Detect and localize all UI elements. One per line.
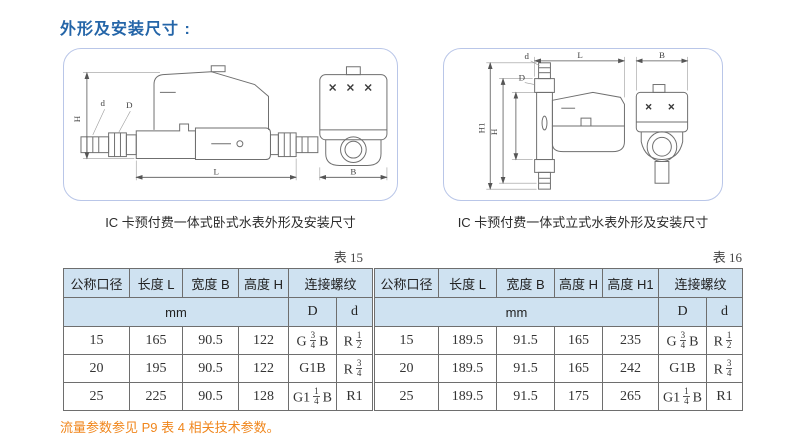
cell-width: 90.5 (182, 326, 239, 355)
cell-dn: 15 (374, 326, 439, 355)
dim-label-D2: D (519, 73, 526, 83)
cell-width: 91.5 (496, 326, 555, 355)
cell-width: 91.5 (496, 354, 555, 383)
col-header-length: 长度 L (438, 268, 497, 298)
dim-label-B: B (350, 166, 356, 176)
cell-height1: 235 (602, 326, 659, 355)
col-header-height: 高度 H (238, 268, 289, 298)
caption-vertical-meter: IC 卡预付费一体式立式水表外形及安装尺寸 (457, 215, 709, 230)
cell-dn: 20 (63, 354, 130, 383)
cell-width: 90.5 (182, 382, 239, 411)
cell-length: 189.5 (438, 382, 497, 411)
col-header-width: 宽度 B (182, 268, 239, 298)
cell-height1: 242 (602, 354, 659, 383)
col-header-length: 长度 L (129, 268, 183, 298)
col-header-d: d (335, 297, 374, 327)
col-header-dn: 公称口径 (63, 268, 130, 298)
dimension-table-horizontal: 公称口径 长度 L 宽度 B 高度 H 连接螺纹 mm D d 15 165 9… (63, 268, 374, 411)
unit-header: mm (374, 297, 659, 327)
table-tag-16: 表 16 (712, 250, 742, 265)
cell-length: 195 (129, 354, 183, 383)
horizontal-meter-side-view (80, 65, 319, 161)
dim-label-H2: H (489, 128, 499, 135)
col-header-dn: 公称口径 (374, 268, 439, 298)
cell-dn: 15 (63, 326, 130, 355)
cell-thread-D: G1B (658, 354, 707, 383)
cell-height: 122 (238, 326, 289, 355)
cell-length: 165 (129, 326, 183, 355)
flow-parameters-note: 流量参数参见 P9 表 4 相关技术参数。 (60, 420, 280, 435)
col-header-height: 高度 H (554, 268, 603, 298)
col-header-thread: 连接螺纹 (657, 268, 744, 298)
cell-height: 128 (238, 382, 289, 411)
horizontal-meter-dimensions: H L B d D (72, 71, 388, 181)
cell-thread-d: R1 (705, 382, 744, 411)
cell-width: 91.5 (496, 382, 555, 411)
col-header-d: d (705, 297, 744, 327)
cell-width: 90.5 (182, 354, 239, 383)
brand-mark-vertical (645, 103, 675, 110)
col-header-thread: 连接螺纹 (287, 268, 374, 298)
dim-label-L2: L (577, 50, 582, 60)
cell-thread-d: R1 (335, 382, 374, 411)
col-header-D: D (288, 297, 337, 327)
dim-label-H: H (72, 115, 82, 122)
vertical-meter-end-view (635, 84, 689, 184)
cell-height: 165 (554, 326, 603, 355)
table-tag-15: 表 15 (333, 250, 363, 265)
dim-label-d2: d (525, 51, 530, 61)
col-header-D: D (658, 297, 707, 327)
drawing-panel-vertical-meter: L B H1 H d D (443, 48, 723, 201)
col-header-height1: 高度 H1 (602, 268, 659, 298)
vertical-meter-main-view (534, 62, 625, 190)
col-header-width: 宽度 B (496, 268, 555, 298)
cell-height: 122 (238, 354, 289, 383)
cell-height: 165 (554, 354, 603, 383)
cell-thread-D: G1B (288, 354, 337, 383)
drawing-panel-horizontal-meter: H L B d D (63, 48, 398, 201)
cell-height1: 265 (602, 382, 659, 411)
brand-mark-horizontal (329, 84, 372, 91)
unit-header: mm (63, 297, 289, 327)
caption-horizontal-meter: IC 卡预付费一体式卧式水表外形及安装尺寸 (105, 215, 356, 230)
horizontal-meter-drawing: H L B d D (72, 65, 388, 181)
dim-label-L: L (213, 166, 218, 176)
vertical-meter-drawing: L B H1 H d D (476, 50, 689, 190)
cell-length: 225 (129, 382, 183, 411)
cell-dn: 20 (374, 354, 439, 383)
horizontal-meter-end-view (319, 66, 388, 166)
cell-length: 189.5 (438, 326, 497, 355)
cell-dn: 25 (63, 382, 130, 411)
page-title: 外形及安装尺寸 : (60, 21, 191, 38)
cell-dn: 25 (374, 382, 439, 411)
cell-length: 189.5 (438, 354, 497, 383)
dimension-table-vertical: 公称口径 长度 L 宽度 B 高度 H 高度 H1 连接螺纹 mm D d 15… (374, 268, 744, 411)
dim-label-D: D (126, 100, 133, 110)
vertical-meter-dimensions: L B H1 H d D (476, 50, 689, 190)
dim-label-d: d (100, 98, 105, 108)
dim-label-B2: B (659, 50, 665, 60)
cell-height: 175 (554, 382, 603, 411)
dim-label-H1: H1 (476, 123, 486, 134)
